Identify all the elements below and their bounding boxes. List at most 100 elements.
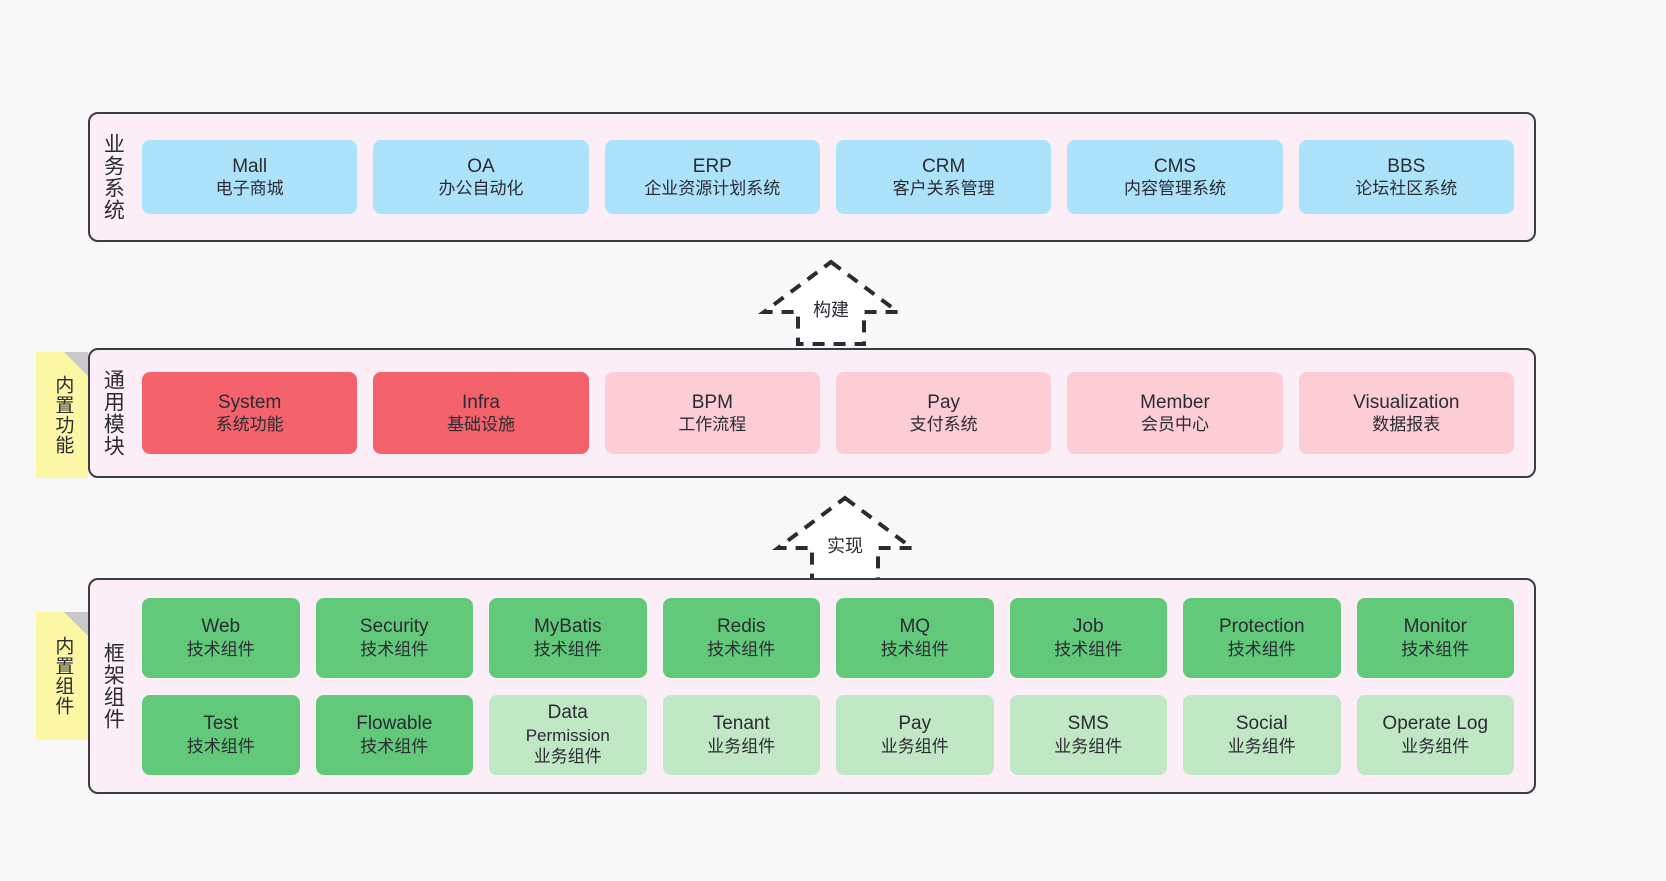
- component-card-title: Infra: [461, 391, 500, 413]
- component-card-title: Data: [547, 702, 588, 724]
- component-card-title: Monitor: [1403, 616, 1467, 637]
- component-card-subtitle: 数据报表: [1372, 415, 1441, 435]
- component-card-title: Job: [1072, 616, 1104, 637]
- layer-label-common-module: 通用模块: [101, 369, 125, 457]
- component-card-title: CMS: [1153, 155, 1197, 177]
- component-card-subtitle: 业务组件: [707, 736, 776, 756]
- component-card-subtitle: 技术组件: [360, 639, 429, 659]
- component-card-title: OA: [467, 155, 495, 177]
- component-card-title-line2: Permission: [525, 726, 610, 746]
- component-card-title: Redis: [716, 616, 766, 637]
- sticky-note-builtin-component: 内置组件: [36, 612, 88, 740]
- component-card-subtitle: 系统功能: [215, 415, 284, 435]
- component-card-title: Security: [359, 616, 429, 637]
- component-card-title: Social: [1235, 713, 1288, 734]
- sticky-note-builtin-component-label: 内置组件: [52, 636, 74, 716]
- component-card-title: SMS: [1067, 713, 1109, 734]
- sticky-note-builtin-function: 内置功能: [36, 352, 88, 478]
- component-card-subtitle: 技术组件: [186, 639, 255, 659]
- component-card-subtitle: 技术组件: [1401, 639, 1470, 659]
- component-card-title: MQ: [899, 616, 931, 637]
- arrow-build: 构建: [757, 258, 905, 346]
- component-card-subtitle: 电子商城: [215, 179, 284, 199]
- component-card-title: Pay: [898, 713, 932, 734]
- component-card-subtitle: 业务组件: [880, 736, 949, 756]
- component-card-title: Mall: [232, 155, 268, 177]
- arrow-implement: 实现: [771, 494, 919, 582]
- component-card-subtitle: 业务组件: [533, 747, 602, 767]
- component-card-subtitle: 技术组件: [880, 639, 949, 659]
- component-card-subtitle: 客户关系管理: [892, 179, 995, 199]
- component-card-subtitle: 技术组件: [707, 639, 776, 659]
- component-card-title: BPM: [691, 391, 733, 413]
- component-card-subtitle: 工作流程: [678, 415, 747, 435]
- component-card-title: Test: [203, 713, 239, 734]
- component-card-title: Tenant: [712, 713, 770, 734]
- component-card-subtitle: 技术组件: [533, 639, 602, 659]
- component-card-subtitle: 论坛社区系统: [1355, 179, 1458, 199]
- component-card-title: Web: [201, 616, 241, 637]
- component-card-subtitle: 业务组件: [1227, 736, 1296, 756]
- component-card-subtitle: 内容管理系统: [1123, 179, 1226, 199]
- component-card-subtitle: 基础设施: [446, 415, 515, 435]
- component-card-subtitle: 技术组件: [186, 736, 255, 756]
- component-card-title: Member: [1140, 391, 1210, 413]
- component-card-subtitle: 业务组件: [1401, 736, 1470, 756]
- component-card-title: Flowable: [356, 713, 433, 734]
- component-card-title: Protection: [1218, 616, 1305, 637]
- component-card-subtitle: 技术组件: [360, 736, 429, 756]
- component-card-title: Visualization: [1353, 391, 1460, 413]
- layer-label-framework-component: 框架组件: [101, 642, 125, 730]
- component-card-subtitle: 办公自动化: [438, 179, 524, 199]
- component-card-subtitle: 业务组件: [1054, 736, 1123, 756]
- sticky-note-builtin-function-label: 内置功能: [52, 375, 74, 455]
- layer-label-business-system: 业务系统: [101, 133, 125, 221]
- component-card-title: CRM: [922, 155, 966, 177]
- component-card-subtitle: 技术组件: [1227, 639, 1296, 659]
- component-card-title: ERP: [692, 155, 732, 177]
- component-card-subtitle: 支付系统: [909, 415, 978, 435]
- component-card-subtitle: 技术组件: [1054, 639, 1123, 659]
- component-card-title: Pay: [927, 391, 961, 413]
- component-card-subtitle: 企业资源计划系统: [644, 179, 781, 199]
